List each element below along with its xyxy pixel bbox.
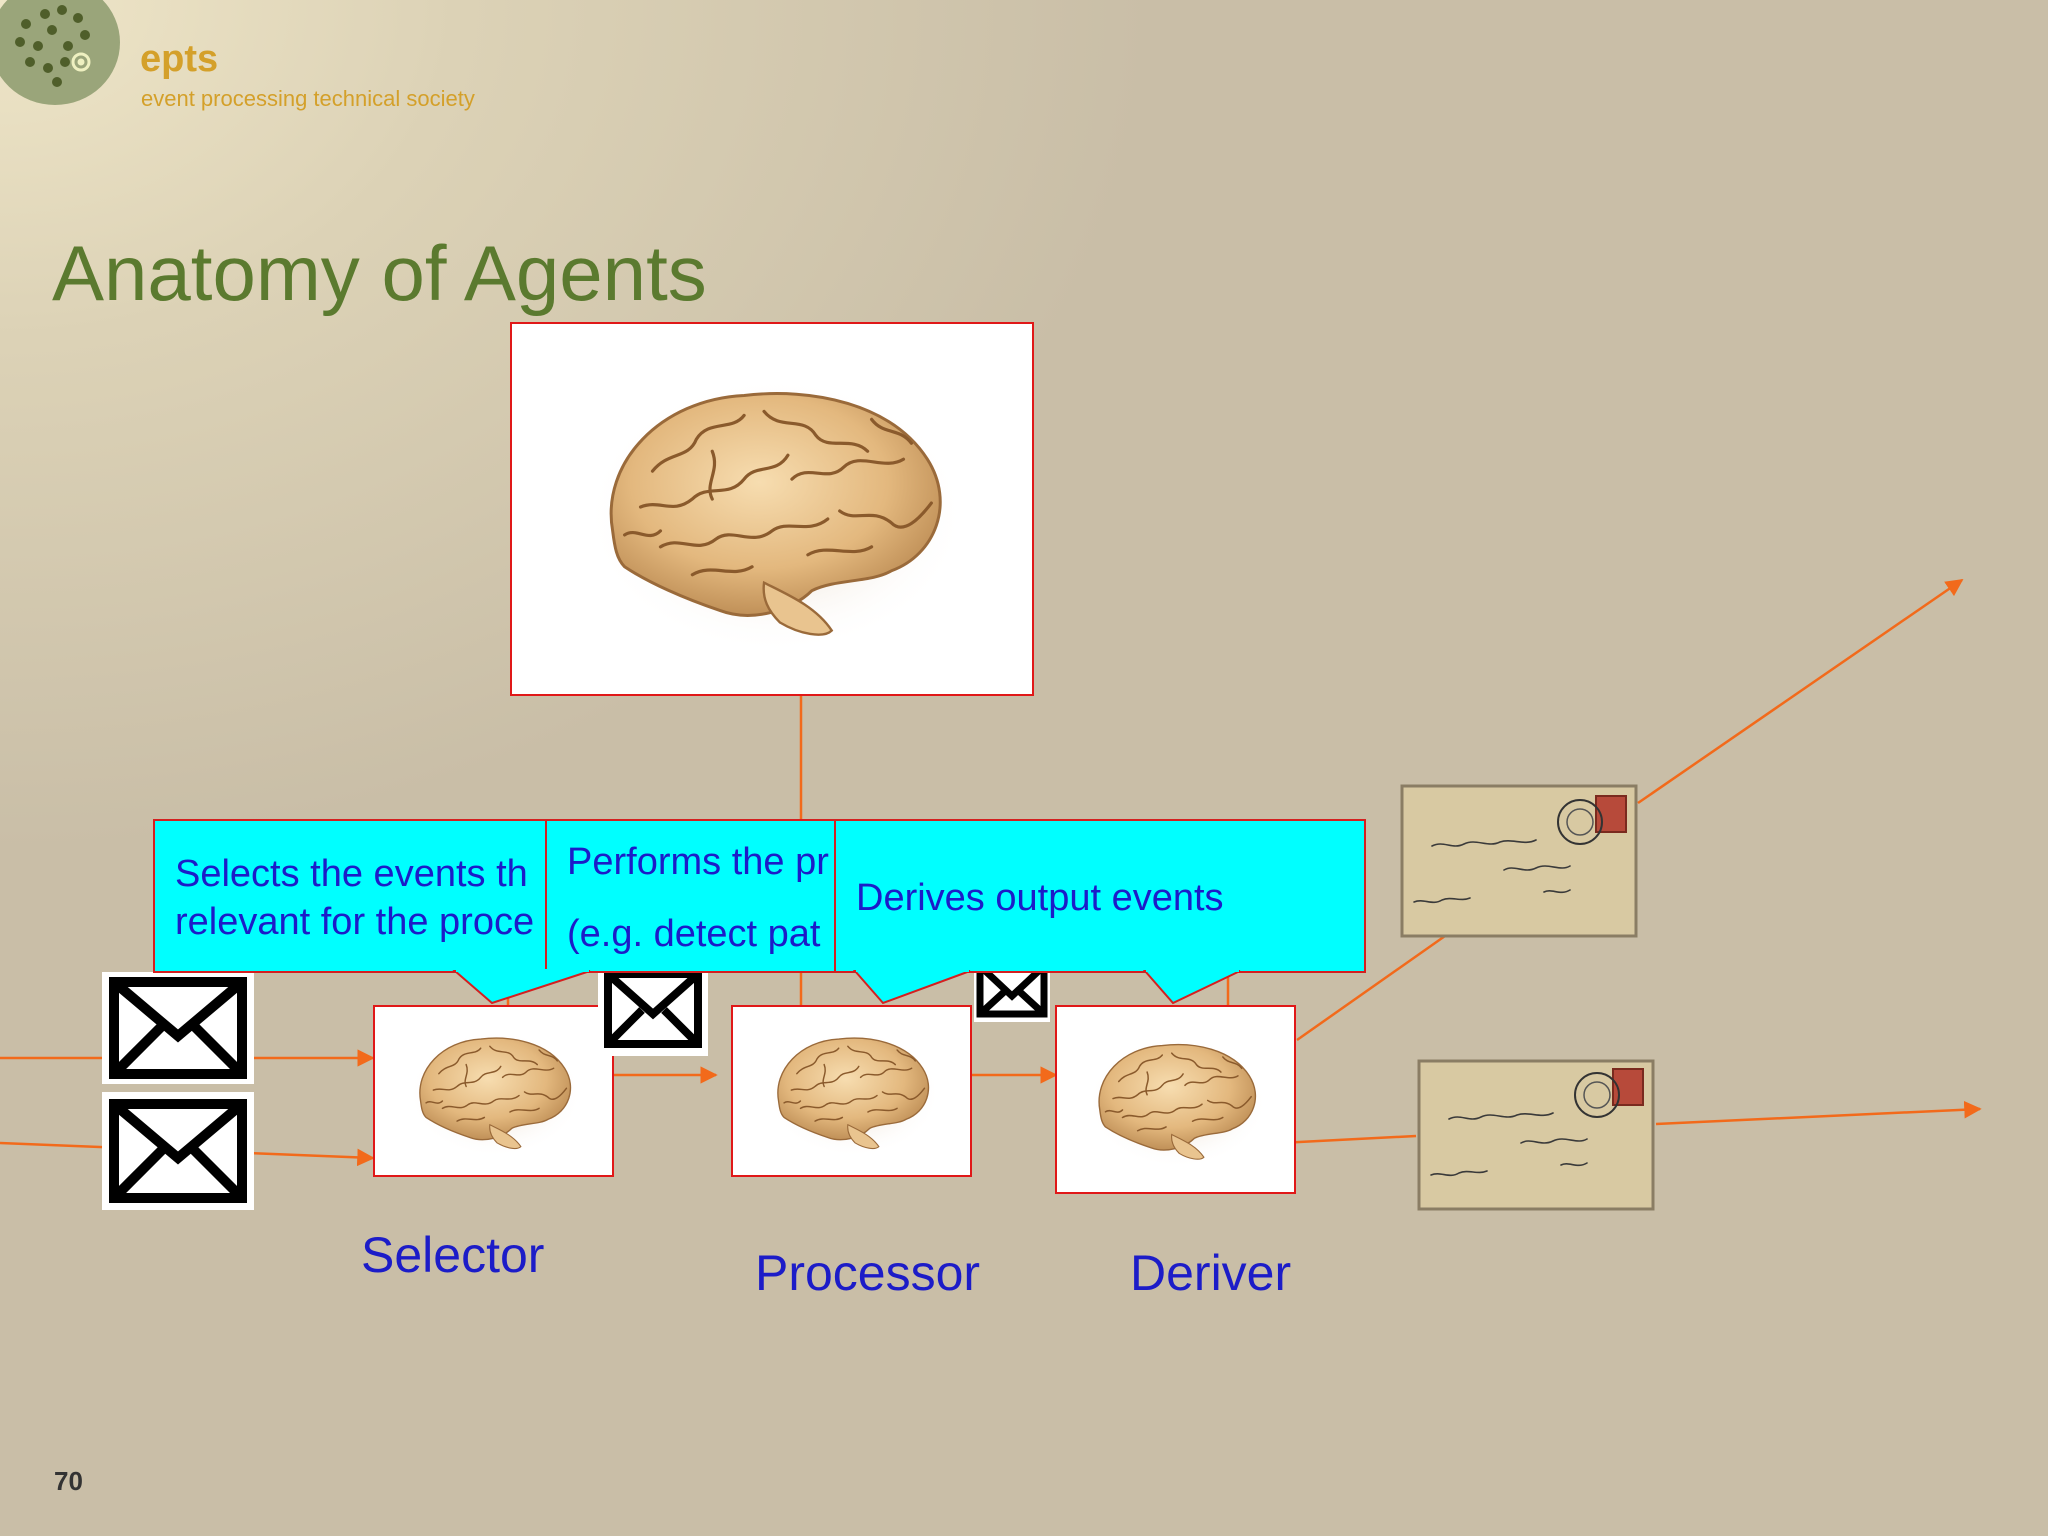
envelope-icon [102, 1092, 254, 1210]
deriver-brain-image [1055, 1005, 1296, 1194]
processor-brain-image [731, 1005, 972, 1177]
envelope-icon [102, 972, 254, 1084]
selector-callout: Selects the events th relevant for the p… [153, 819, 599, 973]
processor-callout-line2: (e.g. detect pat [567, 913, 821, 955]
processor-callout-line1: Performs the pr [567, 841, 829, 883]
logo-dots-icon [0, 0, 120, 105]
processor-label: Processor [755, 1245, 981, 1301]
deriver-label: Deriver [1130, 1245, 1292, 1301]
selector-label: Selector [361, 1227, 545, 1283]
logo-name: epts [140, 38, 219, 80]
slide-title: Anatomy of Agents [52, 229, 707, 317]
main-brain-image [510, 322, 1034, 696]
selector-callout-line2: relevant for the proce [175, 901, 535, 943]
logo-tagline: event processing technical society [141, 86, 475, 111]
envelope-icon [598, 962, 708, 1056]
processor-callout: Performs the pr (e.g. detect pat [545, 819, 881, 973]
postal-letter-image [1417, 1059, 1655, 1211]
page-number: 70 [54, 1466, 83, 1496]
selector-brain-image [373, 1005, 614, 1177]
deriver-callout-line1: Derives output events [856, 877, 1224, 919]
deriver-callout: Derives output events [834, 819, 1366, 973]
postal-letter-image [1400, 784, 1638, 938]
selector-callout-line1: Selects the events th [175, 853, 528, 895]
